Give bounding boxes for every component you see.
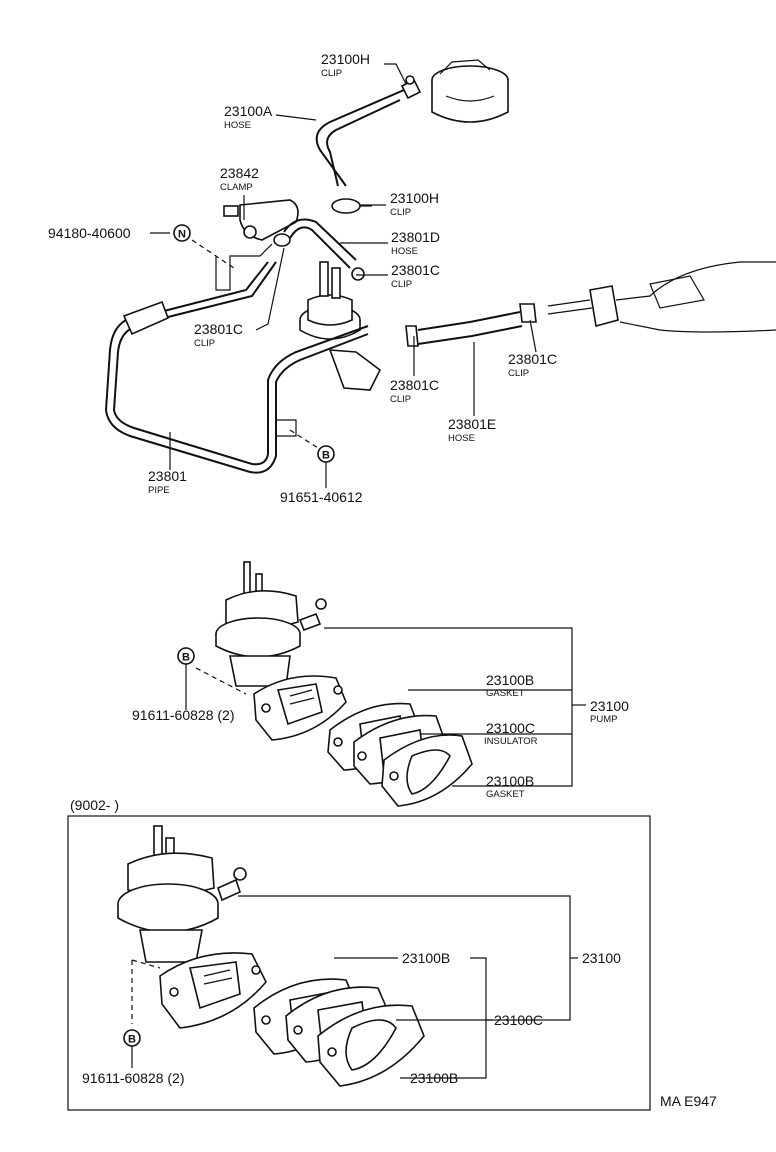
svg-text:23842: 23842 [220, 165, 259, 181]
hose-23801d-illustration [289, 226, 351, 269]
bolt-symbol-middle: B [177, 647, 195, 665]
label-23801: 23801 PIPE [148, 468, 187, 496]
svg-text:HOSE: HOSE [391, 246, 418, 257]
fuel-pump-middle-illustration [215, 561, 327, 687]
hose-23801e-illustration [405, 303, 537, 347]
label-91611-60828-lower: 91611-60828 (2) [82, 1070, 184, 1086]
label-23801c-d: 23801C CLIP [390, 377, 439, 405]
label-23100c-lower: 23100C [494, 1012, 543, 1028]
tank-outlet-illustration [547, 261, 776, 333]
label-23801e: 23801E HOSE [448, 416, 496, 444]
middle-assembly: B 23100B GASKET 23100C INSULATOR 23100B … [132, 561, 629, 807]
label-23100h-top: 23100H CLIP [321, 51, 370, 79]
label-23100c-middle: 23100C INSULATOR [484, 720, 538, 747]
svg-text:CLIP: CLIP [321, 68, 342, 79]
label-23100b-lower-2: 23100B [410, 1070, 458, 1086]
svg-text:23100: 23100 [590, 698, 629, 714]
svg-text:N: N [178, 229, 186, 241]
diagram-code: MA E947 [660, 1093, 717, 1109]
bolt-symbol-upper: B [317, 445, 335, 463]
svg-text:23100H: 23100H [390, 190, 439, 206]
svg-text:23100: 23100 [582, 950, 621, 966]
svg-text:B: B [128, 1034, 136, 1046]
svg-text:CLIP: CLIP [391, 279, 412, 290]
svg-text:23801C: 23801C [390, 377, 439, 393]
svg-text:23801E: 23801E [448, 416, 496, 432]
hose-23100a-illustration [315, 89, 405, 187]
label-23100b-lower-1: 23100B [402, 950, 450, 966]
label-23100b-middle-2: 23100B GASKET [486, 773, 534, 800]
svg-text:CLIP: CLIP [508, 368, 529, 379]
label-23801c-a: 23801C CLIP [391, 262, 440, 290]
svg-text:91611-60828 (2): 91611-60828 (2) [132, 707, 234, 723]
svg-text:PIPE: PIPE [148, 485, 170, 496]
svg-text:23100A: 23100A [224, 103, 273, 119]
label-23801c-c: 23801C CLIP [508, 351, 557, 379]
svg-text:CLIP: CLIP [390, 394, 411, 405]
svg-text:CLAMP: CLAMP [220, 182, 253, 193]
svg-text:91651-40612: 91651-40612 [280, 489, 363, 505]
bolt-symbol-lower: B [123, 1029, 141, 1047]
svg-text:HOSE: HOSE [448, 433, 475, 444]
svg-text:GASKET: GASKET [486, 789, 525, 800]
label-94180-40600: 94180-40600 [48, 225, 131, 241]
svg-text:23801C: 23801C [508, 351, 557, 367]
pump-flange-lower-illustration [159, 952, 267, 1029]
svg-text:23100B: 23100B [486, 773, 534, 789]
label-23100b-middle-1: 23100B GASKET [486, 672, 534, 699]
svg-text:23801: 23801 [148, 468, 187, 484]
label-23100-middle: 23100 PUMP [590, 698, 629, 725]
svg-text:23100B: 23100B [410, 1070, 458, 1086]
label-91651-40612: 91651-40612 [280, 489, 363, 505]
clip-23100h-lower-illustration [331, 198, 372, 214]
svg-text:23100B: 23100B [486, 672, 534, 688]
clip-23100h-top-illustration [400, 75, 422, 100]
pipe-23801-illustration [104, 261, 369, 474]
svg-text:91611-60828 (2): 91611-60828 (2) [82, 1070, 184, 1086]
svg-text:GASKET: GASKET [486, 688, 525, 699]
bracket-illustration [215, 243, 273, 291]
label-23842: 23842 CLAMP [220, 165, 259, 193]
svg-text:23100C: 23100C [494, 1012, 543, 1028]
label-23801d: 23801D HOSE [391, 229, 440, 257]
svg-text:CLIP: CLIP [194, 338, 215, 349]
gasket-middle-2-illustration [381, 734, 473, 807]
label-23100a: 23100A HOSE [224, 103, 273, 131]
nut-symbol: N [173, 224, 191, 242]
svg-text:INSULATOR: INSULATOR [484, 736, 538, 747]
fuel-pump-lower-illustration [117, 825, 247, 963]
svg-text:PUMP: PUMP [590, 714, 617, 725]
lower-assembly: (9002- ) [67, 797, 717, 1111]
gasket-lower-2-illustration [317, 1004, 425, 1087]
svg-text:CLIP: CLIP [390, 207, 411, 218]
label-91611-60828-middle: 91611-60828 (2) [132, 707, 234, 723]
svg-text:23100H: 23100H [321, 51, 370, 67]
variant-frame [67, 815, 651, 1111]
filler-cap-illustration [431, 59, 509, 123]
svg-text:23801C: 23801C [391, 262, 440, 278]
svg-text:23100B: 23100B [402, 950, 450, 966]
upper-assembly: N B 23100H CLIP 23100A HOSE 23842 CLAMP … [48, 51, 776, 505]
svg-text:23801C: 23801C [194, 321, 243, 337]
label-23100-lower: 23100 [582, 950, 621, 966]
svg-text:B: B [322, 450, 330, 462]
label-23100h-lower: 23100H CLIP [390, 190, 439, 218]
clamp-23842-illustration [223, 199, 299, 241]
pump-flange-middle-illustration [253, 675, 347, 741]
svg-text:B: B [182, 652, 190, 664]
svg-text:23100C: 23100C [486, 720, 535, 736]
label-23801c-b: 23801C CLIP [194, 321, 243, 349]
svg-text:HOSE: HOSE [224, 120, 251, 131]
date-range-label: (9002- ) [70, 797, 119, 813]
svg-text:94180-40600: 94180-40600 [48, 225, 131, 241]
svg-text:23801D: 23801D [391, 229, 440, 245]
